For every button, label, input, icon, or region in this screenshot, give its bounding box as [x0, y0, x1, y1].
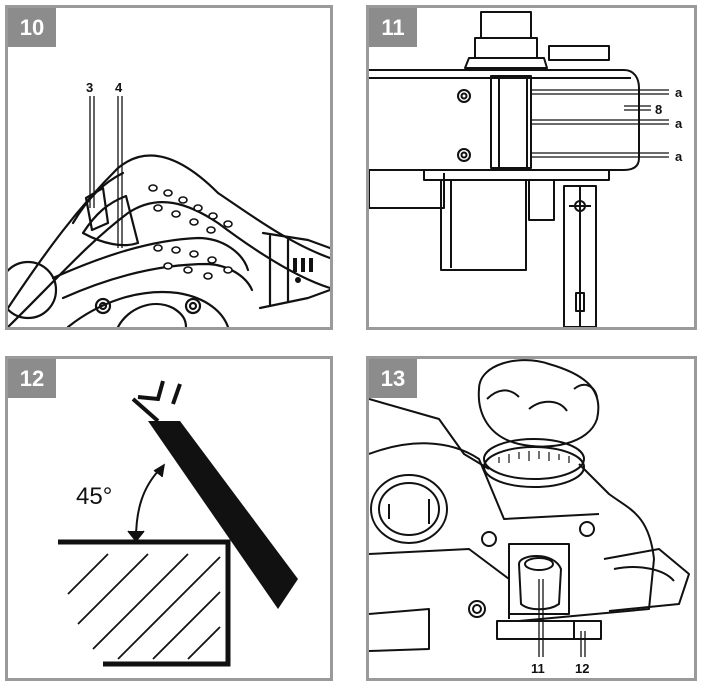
callout-a-bottom: a — [675, 149, 683, 164]
callout-4: 4 — [115, 80, 123, 95]
callout-a-middle: a — [675, 116, 683, 131]
figure-12-panel: 12 45° — [5, 356, 333, 681]
callout-3: 3 — [86, 80, 93, 95]
figure-number-badge: 11 — [369, 8, 417, 47]
figure-number-badge: 13 — [369, 359, 417, 398]
figure-11-panel: 11 — [366, 5, 697, 330]
figure-10-panel: 10 — [5, 5, 333, 330]
planer-front-view-drawing: 11 12 — [369, 359, 690, 676]
bevel-angle-drawing: 45° — [58, 380, 298, 667]
figure-13-panel: 13 — [366, 356, 697, 681]
figure-number-badge: 12 — [8, 359, 56, 398]
callout-8: 8 — [655, 102, 662, 117]
angle-label-45: 45° — [76, 483, 112, 510]
planer-top-view-drawing: a 8 a a — [369, 11, 683, 327]
callout-a-top: a — [675, 85, 683, 100]
figure-number-badge: 10 — [8, 8, 56, 47]
callout-11: 11 — [531, 661, 545, 676]
planer-handle-drawing: 3 4 — [8, 80, 330, 327]
callout-12: 12 — [575, 661, 589, 676]
